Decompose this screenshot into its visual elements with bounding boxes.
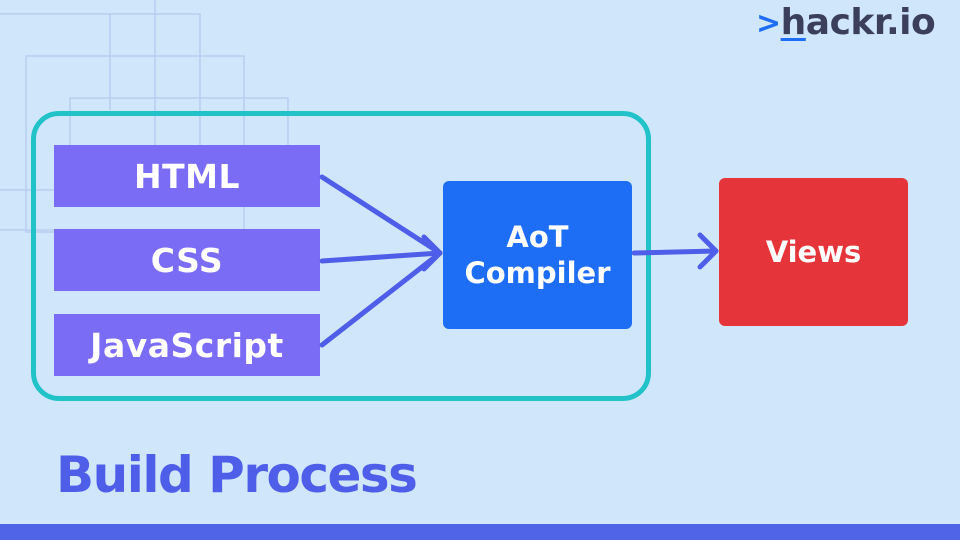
compiler-label-line2: Compiler — [464, 256, 611, 290]
page-title: Build Process — [56, 446, 418, 504]
bottom-bar — [0, 524, 960, 540]
aot-compiler-box: AoT Compiler — [443, 181, 632, 329]
views-box: Views — [719, 178, 908, 326]
source-html-label: HTML — [134, 156, 240, 196]
build-group-frame — [31, 111, 651, 401]
source-css-label: CSS — [150, 240, 224, 280]
logo-text: ackr.io — [805, 2, 936, 43]
compiler-label-line1: AoT — [506, 220, 569, 254]
logo-chevron-icon: > — [756, 6, 781, 41]
source-javascript-box: JavaScript — [54, 314, 320, 376]
source-html-box: HTML — [54, 145, 320, 207]
views-label: Views — [765, 235, 862, 269]
logo-h: h — [780, 2, 807, 43]
source-css-box: CSS — [54, 229, 320, 291]
source-javascript-label: JavaScript — [90, 325, 284, 365]
hackr-logo[interactable]: >hackr.io — [756, 2, 936, 43]
